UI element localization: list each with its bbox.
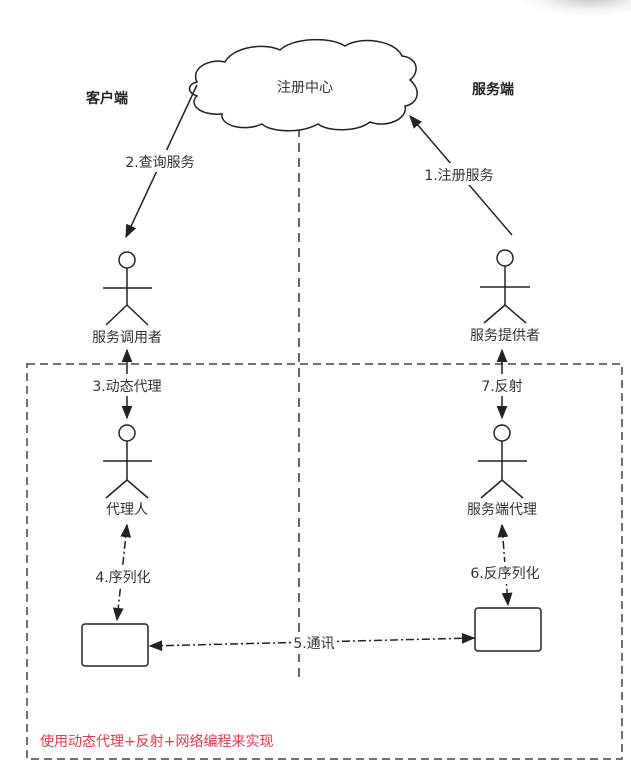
register-service-label: 1.注册服务 [424,168,493,184]
client-side-title: 客户端 [85,90,128,107]
client-proxy-label: 代理人 [106,502,148,518]
provider-label: 服务提供者 [470,328,540,344]
serialize-label: 4.序列化 [95,570,150,586]
server-side-title: 服务端 [472,81,514,98]
consumer-actor-icon[interactable] [103,251,152,326]
consumer-label: 服务调用者 [92,330,162,346]
server-message-box[interactable] [474,607,542,652]
client-proxy-actor-icon[interactable] [103,424,152,499]
client-message-box[interactable] [81,623,149,667]
provider-actor-icon[interactable] [480,249,530,324]
query-service-label: 2.查询服务 [125,155,194,171]
registry-cloud[interactable]: 注册中心 [188,38,418,132]
server-proxy-label: 服务端代理 [467,502,537,518]
registry-label: 注册中心 [277,80,333,96]
reflection-label: 7.反射 [481,379,522,395]
deserialize-label: 6.反序列化 [470,566,539,582]
communication-label: 5.通讯 [293,636,334,652]
deserialize-arrow [497,523,513,607]
server-proxy-actor-icon[interactable] [478,424,527,499]
implementation-note: 使用动态代理+反射+网络编程来实现 [40,733,273,750]
implementation-boundary [26,363,623,760]
dynamic-proxy-label: 3.动态代理 [92,379,161,395]
